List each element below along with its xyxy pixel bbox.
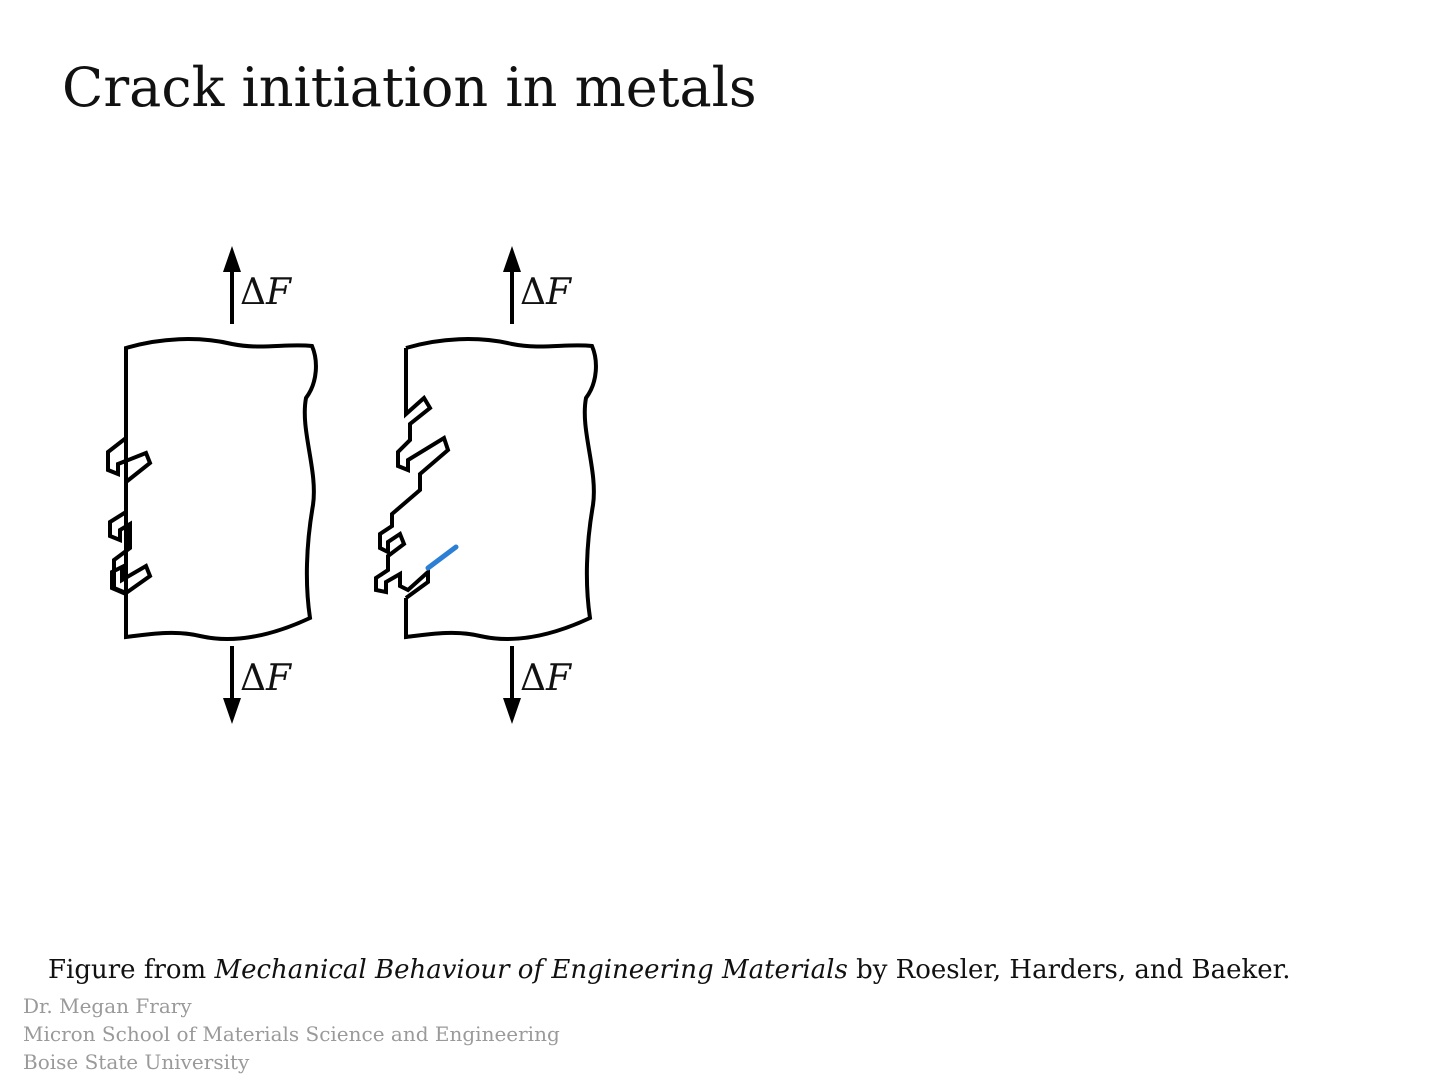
footer: Dr. Megan Frary Micron School of Materia…: [23, 992, 560, 1076]
footer-university: Boise State University: [23, 1050, 250, 1074]
arrow-down-icon: [503, 698, 521, 724]
specimen-left-outline: [110, 337, 318, 641]
arrow-up-icon: [223, 246, 241, 272]
caption-prefix: Figure from: [48, 955, 215, 985]
force-arrow-right-top: [503, 246, 521, 324]
force-label-right-top: ΔF: [520, 272, 573, 313]
specimen-left-steps: [106, 348, 153, 595]
arrow-down-icon: [223, 698, 241, 724]
specimen-right-steps: [374, 348, 451, 600]
slide-title: Crack initiation in metals: [62, 56, 757, 119]
force-arrow-left-top: [223, 246, 241, 324]
force-label-left-bottom: ΔF: [240, 658, 293, 699]
force-arrow-right-bottom: [503, 646, 521, 724]
figure-caption: Figure from Mechanical Behaviour of Engi…: [48, 950, 1291, 990]
specimen-left: [106, 337, 318, 641]
force-label-left-top: ΔF: [240, 272, 293, 313]
caption-book-title: Mechanical Behaviour of Engineering Mate…: [214, 955, 848, 985]
arrow-up-icon: [503, 246, 521, 272]
force-arrow-left-bottom: [223, 646, 241, 724]
footer-author: Dr. Megan Frary: [23, 994, 192, 1018]
specimen-right-outline: [404, 337, 598, 641]
caption-suffix: by Roesler, Harders, and Baeker.: [847, 955, 1291, 985]
specimen-right: [374, 337, 598, 641]
footer-department: Micron School of Materials Science and E…: [23, 1022, 560, 1046]
force-label-right-bottom: ΔF: [520, 658, 573, 699]
crack: [425, 544, 459, 571]
